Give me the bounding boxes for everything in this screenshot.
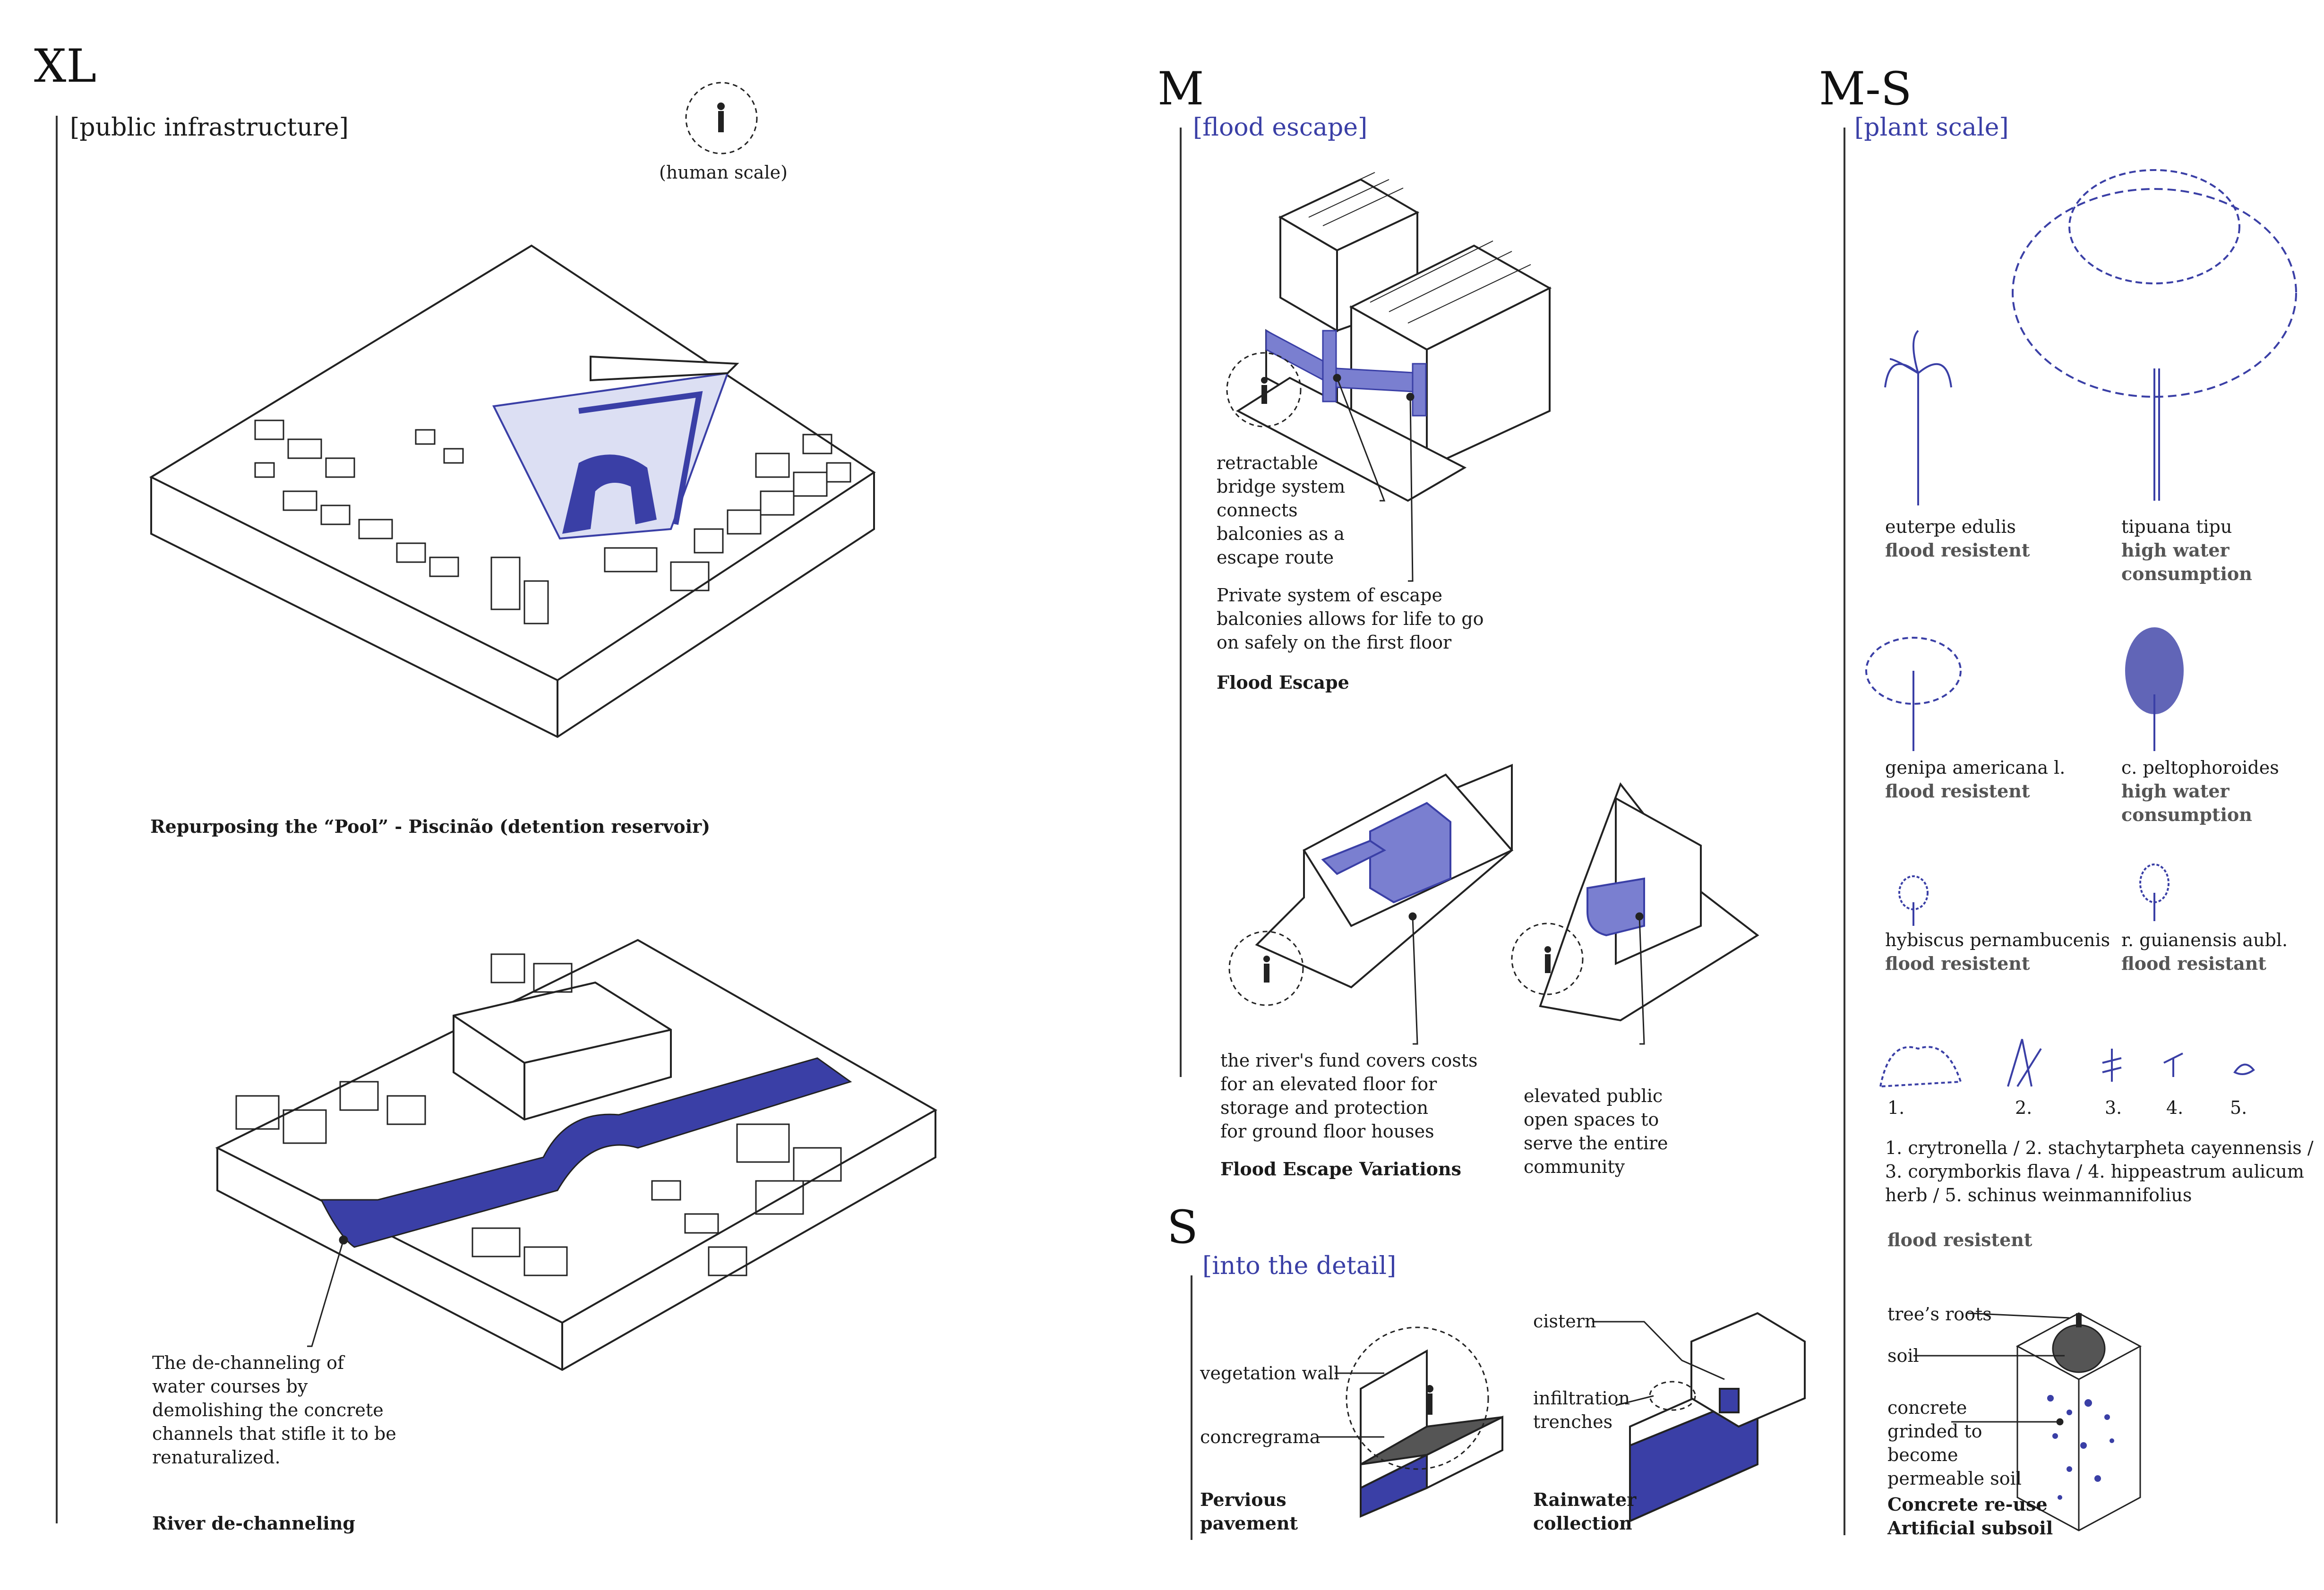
- m-scale-label: M: [1158, 62, 1204, 115]
- s-subtitle: [into the detail]: [1202, 1252, 1397, 1280]
- herb-number-2: 2.: [2015, 1097, 2032, 1118]
- public-note: elevated public open spaces to serve the…: [1524, 1086, 1668, 1177]
- flood-escape-person: [1226, 352, 1302, 427]
- herb-number-5: 5.: [2230, 1097, 2247, 1118]
- xl-divider: [56, 116, 58, 1523]
- flood-escape-leaders: [1333, 374, 1415, 582]
- soil-label: soil: [1887, 1345, 1919, 1366]
- vegetation-wall-label: vegetation wall: [1200, 1363, 1340, 1384]
- flood-escape-caption: Flood Escape: [1217, 672, 1349, 693]
- infiltration-label: infiltration trenches: [1533, 1388, 1630, 1432]
- soil-box-drawing: [1913, 1312, 2142, 1531]
- xl-subtitle: [public infrastructure]: [70, 113, 349, 142]
- plant-name-2: tipuana tipu: [2121, 516, 2232, 537]
- river-leader: [307, 1235, 348, 1347]
- variation-leaders: [1408, 912, 1645, 1045]
- detail-leaders: [1318, 1321, 1725, 1438]
- concrete-note: concrete grinded to become permeable soi…: [1887, 1397, 2022, 1489]
- plant-name-6: r. guianensis aubl.: [2121, 930, 2288, 950]
- variation-right: [1539, 782, 1759, 1022]
- tree-drawings: [1865, 169, 2297, 1088]
- m-subtitle: [flood escape]: [1193, 113, 1368, 142]
- herb-number-4: 4.: [2166, 1097, 2184, 1118]
- variation-left-person: [1228, 931, 1304, 1006]
- pervious-pavement-drawing: [1346, 1326, 1503, 1518]
- plant-name-4: c. peltophoroides: [2121, 757, 2279, 778]
- ms-subtitle: [plant scale]: [1854, 113, 2009, 142]
- river-caption: River de-channeling: [152, 1513, 355, 1534]
- s-scale-label: S: [1167, 1201, 1198, 1254]
- tree-roots-label: tree’s roots: [1887, 1304, 1992, 1325]
- variations-caption: Flood Escape Variations: [1220, 1158, 1462, 1180]
- herb-list: 1. crytronella / 2. stachytarpheta cayen…: [1885, 1137, 2314, 1205]
- escape-balconies: [1265, 329, 1427, 417]
- herb-number-3: 3.: [2105, 1097, 2122, 1118]
- human-scale-icon: [685, 82, 758, 154]
- plant-tag-1: flood resistent: [1885, 539, 2030, 561]
- ms-scale-label: M-S: [1819, 62, 1912, 115]
- variation-right-person: [1511, 923, 1584, 995]
- cistern-label: cistern: [1533, 1311, 1596, 1332]
- variation-left: [1255, 764, 1514, 989]
- plant-name-1: euterpe edulis: [1885, 516, 2016, 537]
- pool-site-block: [149, 244, 876, 738]
- herb-number-1: 1.: [1887, 1097, 1905, 1118]
- concrete-caption: Concrete re-use Artificial subsoil: [1887, 1494, 2053, 1539]
- plant-tag-2: high water consumption: [2121, 539, 2252, 584]
- human-scale-label: (human scale): [659, 162, 788, 183]
- concregrama-label: concregrama: [1200, 1427, 1321, 1447]
- river-note: The de-channeling of water courses by de…: [152, 1352, 396, 1468]
- fund-note: the river's fund covers costs for an ele…: [1220, 1050, 1478, 1142]
- bridge-note: retractable bridge system connects balco…: [1217, 453, 1346, 568]
- xl-scale-label: XL: [34, 40, 97, 93]
- river-site-block: [215, 939, 938, 1371]
- ms-divider: [1844, 128, 1845, 1535]
- plant-name-3: genipa americana l.: [1885, 757, 2066, 778]
- plant-tag-3: flood resistent: [1885, 780, 2030, 802]
- balcony-note: Private system of escape balconies allow…: [1217, 585, 1484, 653]
- pool-caption: Repurposing the “Pool” - Piscinão (deten…: [150, 816, 711, 837]
- s-divider: [1191, 1275, 1192, 1540]
- plant-tag-5: flood resistent: [1885, 953, 2030, 974]
- plant-tag-6: flood resistant: [2121, 953, 2266, 974]
- m-divider: [1180, 128, 1182, 1077]
- rainwater-caption: Rainwater collection: [1533, 1489, 1637, 1534]
- pervious-caption: Pervious pavement: [1200, 1489, 1298, 1534]
- plant-name-5: hybiscus pernambucenis: [1885, 930, 2110, 950]
- rainwater-drawing: [1629, 1312, 1806, 1523]
- herb-tag: flood resistent: [1887, 1229, 2032, 1250]
- plant-tag-4: high water consumption: [2121, 780, 2252, 825]
- flood-escape-building: [1236, 172, 1552, 502]
